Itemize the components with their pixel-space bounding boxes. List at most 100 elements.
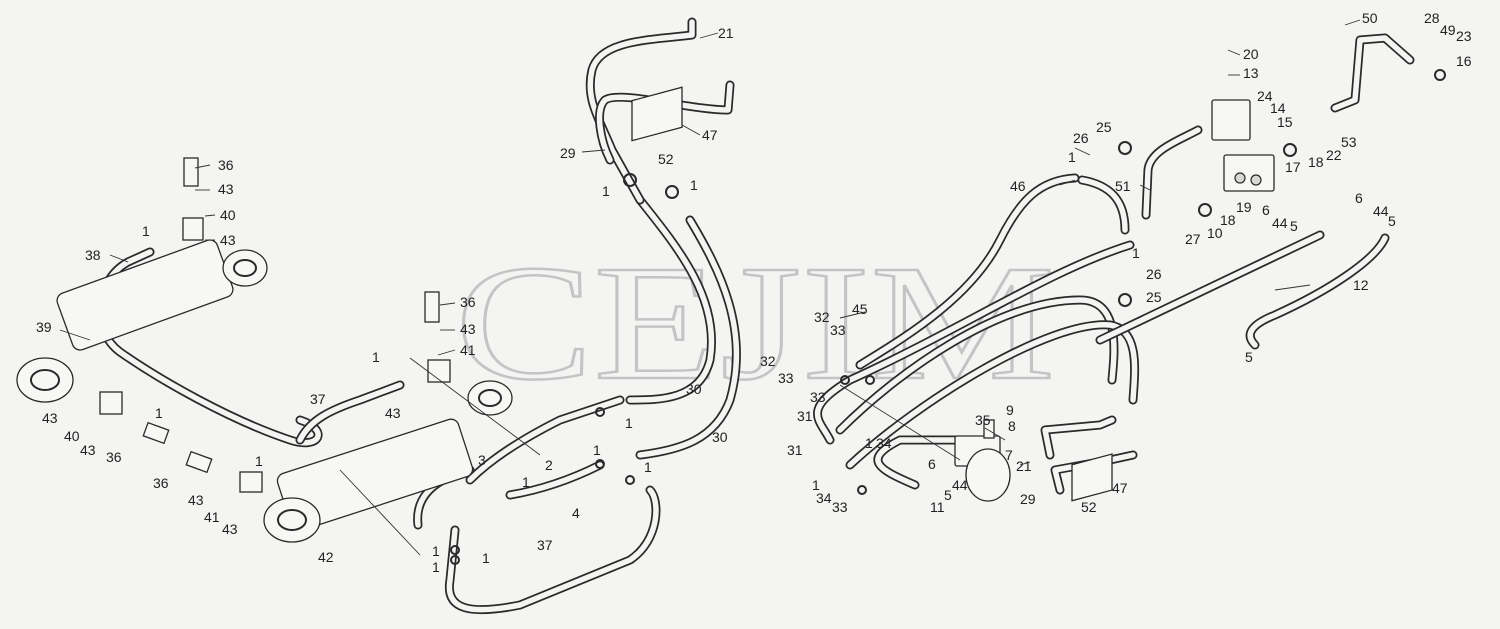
callout-43: 43: [188, 492, 204, 508]
callout-51: 51: [1115, 178, 1131, 194]
hoses: [95, 17, 1415, 615]
callout-33: 33: [832, 499, 848, 515]
cylinder-42: [263, 380, 513, 543]
callout-25: 25: [1146, 289, 1162, 305]
callout-1: 1: [1068, 149, 1076, 165]
callout-32: 32: [760, 353, 776, 369]
callout-1: 1: [812, 477, 820, 493]
callout-6: 6: [928, 456, 936, 472]
callout-21: 21: [1016, 458, 1032, 474]
clamp-blocks: [631, 86, 1113, 502]
callout-1: 1: [522, 474, 530, 490]
callout-28: 28: [1424, 10, 1440, 26]
callout-1: 1: [644, 459, 652, 475]
callout-36: 36: [218, 157, 234, 173]
callout-5: 5: [1388, 213, 1396, 229]
callout-35: 35: [975, 412, 991, 428]
callout-43: 43: [220, 232, 236, 248]
callout-15: 15: [1277, 114, 1293, 130]
callout-39: 39: [36, 319, 52, 335]
callout-37: 37: [310, 391, 326, 407]
callout-1: 1: [372, 349, 380, 365]
callout-6: 6: [1355, 190, 1363, 206]
callout-17: 17: [1285, 159, 1301, 175]
valve-block-17: [1211, 99, 1275, 192]
callout-9: 9: [1006, 402, 1014, 418]
callout-11: 11: [930, 499, 945, 515]
callout-53: 53: [1341, 134, 1357, 150]
fitting-rings: [450, 69, 1446, 565]
callout-33: 33: [810, 389, 826, 405]
leader-lines: [59, 19, 1361, 556]
callout-52: 52: [658, 151, 674, 167]
callout-1: 1: [255, 453, 263, 469]
callout-47: 47: [1112, 480, 1128, 496]
callout-30: 30: [712, 429, 728, 445]
callout-18: 18: [1220, 212, 1236, 228]
callout-30: 30: [686, 381, 702, 397]
callout-3: 3: [478, 452, 486, 468]
callout-5: 5: [1290, 218, 1298, 234]
banjo-fittings: [99, 157, 451, 493]
callout-36: 36: [106, 449, 122, 465]
callout-1: 1: [690, 177, 698, 193]
callout-1: 1: [1132, 245, 1140, 261]
callout-37: 37: [537, 537, 553, 553]
callout-25: 25: [1096, 119, 1112, 135]
callout-20: 20: [1243, 46, 1259, 62]
callout-46: 46: [1010, 178, 1026, 194]
callout-31: 31: [787, 442, 803, 458]
hydraulic-motor-7: [954, 419, 1011, 502]
callout-43: 43: [80, 442, 96, 458]
callout-10: 10: [1207, 225, 1223, 241]
callout-29: 29: [1020, 491, 1036, 507]
callout-2: 2: [545, 457, 553, 473]
callout-18: 18: [1308, 154, 1324, 170]
callout-7: 7: [1005, 447, 1013, 463]
callout-4: 4: [572, 505, 580, 521]
callout-24: 24: [1257, 88, 1273, 104]
callout-40: 40: [220, 207, 236, 223]
callout-45: 45: [852, 301, 868, 317]
callout-1: 1: [865, 435, 873, 451]
callout-41: 41: [460, 342, 476, 358]
callout-40: 40: [64, 428, 80, 444]
cylinder-39: [16, 239, 268, 403]
callout-36: 36: [460, 294, 476, 310]
callout-27: 27: [1185, 231, 1201, 247]
callout-23: 23: [1456, 28, 1472, 44]
callout-21: 21: [718, 25, 734, 41]
callout-5: 5: [1245, 349, 1253, 365]
callout-16: 16: [1456, 53, 1472, 69]
callout-1: 1: [482, 550, 490, 566]
callout-1: 1: [432, 543, 440, 559]
callout-50: 50: [1362, 10, 1378, 26]
callout-1: 1: [602, 183, 610, 199]
callout-43: 43: [218, 181, 234, 197]
callout-19: 19: [1236, 199, 1252, 215]
callout-33: 33: [830, 322, 846, 338]
callout-29: 29: [560, 145, 576, 161]
callout-1: 1: [142, 223, 150, 239]
callout-43: 43: [385, 405, 401, 421]
callout-43: 43: [42, 410, 58, 426]
callout-5: 5: [944, 487, 952, 503]
callout-1: 1: [593, 442, 601, 458]
callout-43: 43: [460, 321, 476, 337]
callout-43: 43: [222, 521, 238, 537]
callout-38: 38: [85, 247, 101, 263]
callout-26: 26: [1073, 130, 1089, 146]
callout-6: 6: [1262, 202, 1270, 218]
callout-49: 49: [1440, 22, 1456, 38]
callout-36: 36: [153, 475, 169, 491]
callout-33: 33: [778, 370, 794, 386]
callout-44: 44: [1373, 203, 1389, 219]
callout-1: 1: [625, 415, 633, 431]
callout-1: 1: [155, 405, 163, 421]
callout-22: 22: [1326, 147, 1342, 163]
callout-44: 44: [1272, 215, 1288, 231]
callout-1: 1: [432, 559, 440, 575]
callout-13: 13: [1243, 65, 1259, 81]
